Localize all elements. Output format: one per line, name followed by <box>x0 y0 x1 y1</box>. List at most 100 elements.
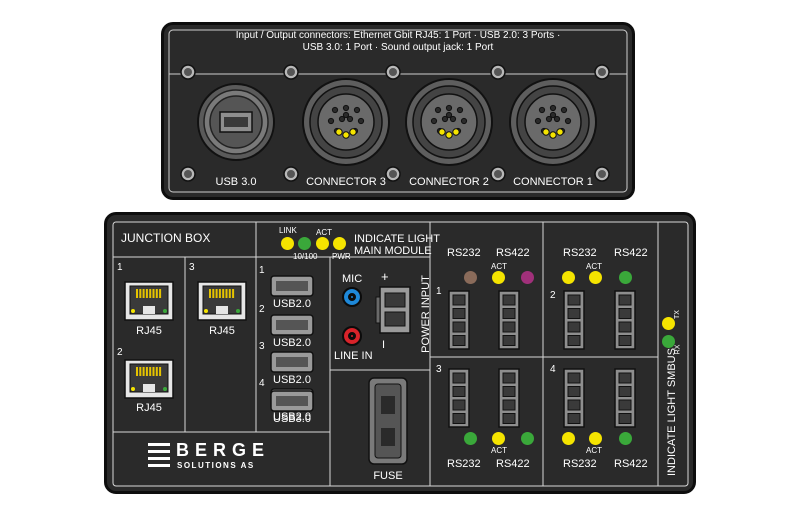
act-label: ACT <box>316 228 332 237</box>
screw-icon <box>490 64 506 80</box>
act-led <box>589 271 602 284</box>
serial-block-4-number: 4 <box>550 364 556 375</box>
rs232-label: RS232 <box>563 458 597 470</box>
line-in-label: LINE IN <box>334 350 373 362</box>
fuse-holder[interactable] <box>363 377 413 466</box>
act-label: ACT <box>491 446 507 455</box>
usb-port-label: USB2.0 <box>273 374 311 386</box>
rj45-2-label: RJ45 <box>136 402 162 414</box>
rs232-label: RS232 <box>447 458 481 470</box>
usb-port[interactable] <box>270 314 314 336</box>
logo-subtitle: SOLUTIONS AS <box>177 461 255 470</box>
terminal-block[interactable] <box>563 290 585 350</box>
usb-port-label: USB2.0 <box>273 337 311 349</box>
connector-1[interactable] <box>508 77 598 167</box>
indicate-main-line2: MAIN MODULE <box>354 245 432 257</box>
terminal-block[interactable] <box>563 368 585 428</box>
rs422-label: RS422 <box>496 247 530 259</box>
top-caption-line2: USB 3.0: 1 Port · Sound output jack: 1 P… <box>302 42 494 53</box>
status-led <box>521 432 534 445</box>
terminal-block[interactable] <box>614 290 636 350</box>
usb3-panel-connector[interactable] <box>196 82 276 162</box>
rs422-label: RS422 <box>496 458 530 470</box>
rj45-3-label: RJ45 <box>209 325 235 337</box>
rs422-label: RS422 <box>614 458 648 470</box>
act-label: ACT <box>586 446 602 455</box>
mic-jack[interactable] <box>342 287 362 307</box>
rj45-1-label: RJ45 <box>136 325 162 337</box>
status-led <box>562 432 575 445</box>
usb-port-number: 2 <box>259 304 265 315</box>
speed-led <box>298 237 311 250</box>
line-in-jack[interactable] <box>342 326 362 346</box>
rs232-label: RS232 <box>563 247 597 259</box>
serial-block-2-number: 2 <box>550 290 556 301</box>
act-led <box>492 432 505 445</box>
usb-port[interactable] <box>270 275 314 297</box>
act-label: ACT <box>491 262 507 271</box>
screw-icon <box>594 64 610 80</box>
smbus-tx-led <box>662 317 675 330</box>
rs422-label: RS422 <box>614 247 648 259</box>
rj45-port-1[interactable] <box>124 281 174 321</box>
act-label: ACT <box>586 262 602 271</box>
screw-icon <box>385 64 401 80</box>
rj45-2-number: 2 <box>117 347 123 358</box>
link-label: LINK <box>279 226 297 235</box>
status-led <box>562 271 575 284</box>
berge-logo-mark <box>148 443 170 467</box>
connector-2[interactable] <box>404 77 494 167</box>
usb3-panel-label: USB 3.0 <box>215 176 257 188</box>
screw-icon <box>180 64 196 80</box>
serial-block-3-number: 3 <box>436 364 442 375</box>
pwr-led <box>333 237 346 250</box>
rj45-port-3[interactable] <box>197 281 247 321</box>
status-led <box>464 432 477 445</box>
connector-3-label: CONNECTOR 3 <box>306 176 386 188</box>
usb-port-number: 4 <box>259 378 265 389</box>
rj45-1-number: 1 <box>117 262 123 273</box>
screw-icon <box>594 166 610 182</box>
junction-box-title: JUNCTION BOX <box>121 231 211 245</box>
connector-3[interactable] <box>301 77 391 167</box>
connector-1-label: CONNECTOR 1 <box>513 176 593 188</box>
connector-2-label: CONNECTOR 2 <box>409 176 489 188</box>
usb-port-label: USB2.0 <box>273 298 311 310</box>
link-led <box>281 237 294 250</box>
act-led <box>589 432 602 445</box>
indicate-main-line1: INDICATE LIGHT <box>354 233 440 245</box>
usb-port-number: 3 <box>259 341 265 352</box>
act-led <box>492 271 505 284</box>
screw-icon <box>490 166 506 182</box>
power-minus: I <box>382 339 386 351</box>
terminal-block[interactable] <box>448 290 470 350</box>
screw-icon <box>283 64 299 80</box>
smbus-tx-label: TX <box>673 310 681 319</box>
rs232-label: RS232 <box>447 247 481 259</box>
mic-label: MIC <box>342 273 363 285</box>
usb-port-number: 1 <box>259 265 265 276</box>
terminal-block[interactable] <box>498 290 520 350</box>
screw-icon <box>283 166 299 182</box>
act-led <box>316 237 329 250</box>
terminal-block[interactable] <box>498 368 520 428</box>
pwr-label: PWR <box>332 252 351 261</box>
rj45-port-2[interactable] <box>124 359 174 399</box>
power-input-label: POWER INPUT <box>420 275 432 353</box>
status-led <box>464 271 477 284</box>
usb-port-label: USB2.0 <box>273 411 311 423</box>
power-input-connector[interactable] <box>375 285 416 335</box>
smbus-rx-led <box>662 335 675 348</box>
serial-block-1-number: 1 <box>436 286 442 297</box>
terminal-block[interactable] <box>448 368 470 428</box>
usb3-port-label: USB3.0 <box>273 413 311 425</box>
fuse-label: FUSE <box>373 470 403 482</box>
terminal-block[interactable] <box>614 368 636 428</box>
power-plus: + <box>381 269 389 284</box>
rj45-3-number: 3 <box>189 262 195 273</box>
usb3-port[interactable] <box>270 390 314 412</box>
smbus-label: INDICATE LIGHT SMBUS <box>666 348 678 476</box>
usb-port[interactable] <box>270 351 314 373</box>
status-led <box>619 271 632 284</box>
